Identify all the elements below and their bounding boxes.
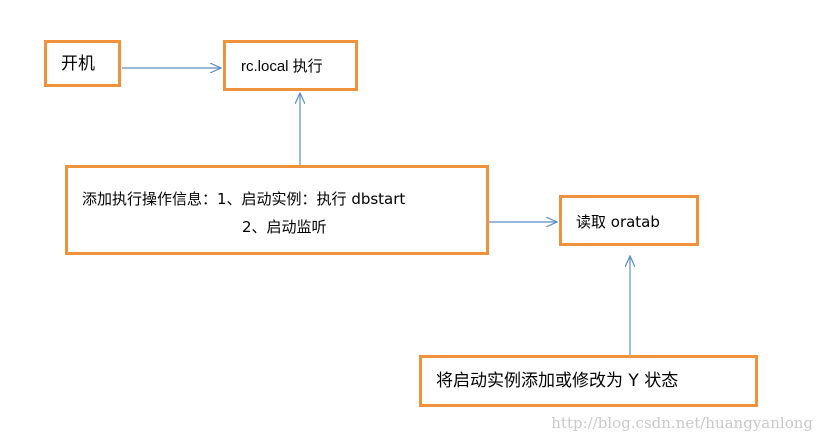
node-add-ops: 添加执行操作信息：1、启动实例：执行 dbstart 2、启动监听 [65, 165, 489, 255]
node-set-y-label: 将启动实例添加或修改为 Y 状态 [436, 371, 679, 391]
node-read-oratab-label: 读取 oratab [576, 213, 660, 231]
node-read-oratab: 读取 oratab [559, 195, 699, 246]
node-rclocal-label: rc.local 执行 [241, 58, 323, 75]
node-boot-label: 开机 [61, 54, 95, 74]
node-rclocal: rc.local 执行 [223, 40, 358, 91]
node-set-y: 将启动实例添加或修改为 Y 状态 [419, 355, 758, 407]
watermark: http://blog.csdn.net/huangyanlong [551, 414, 813, 432]
node-add-ops-line1: 添加执行操作信息：1、启动实例：执行 dbstart [82, 190, 406, 208]
node-add-ops-line2: 2、启动监听 [242, 218, 327, 236]
node-boot: 开机 [44, 40, 121, 87]
